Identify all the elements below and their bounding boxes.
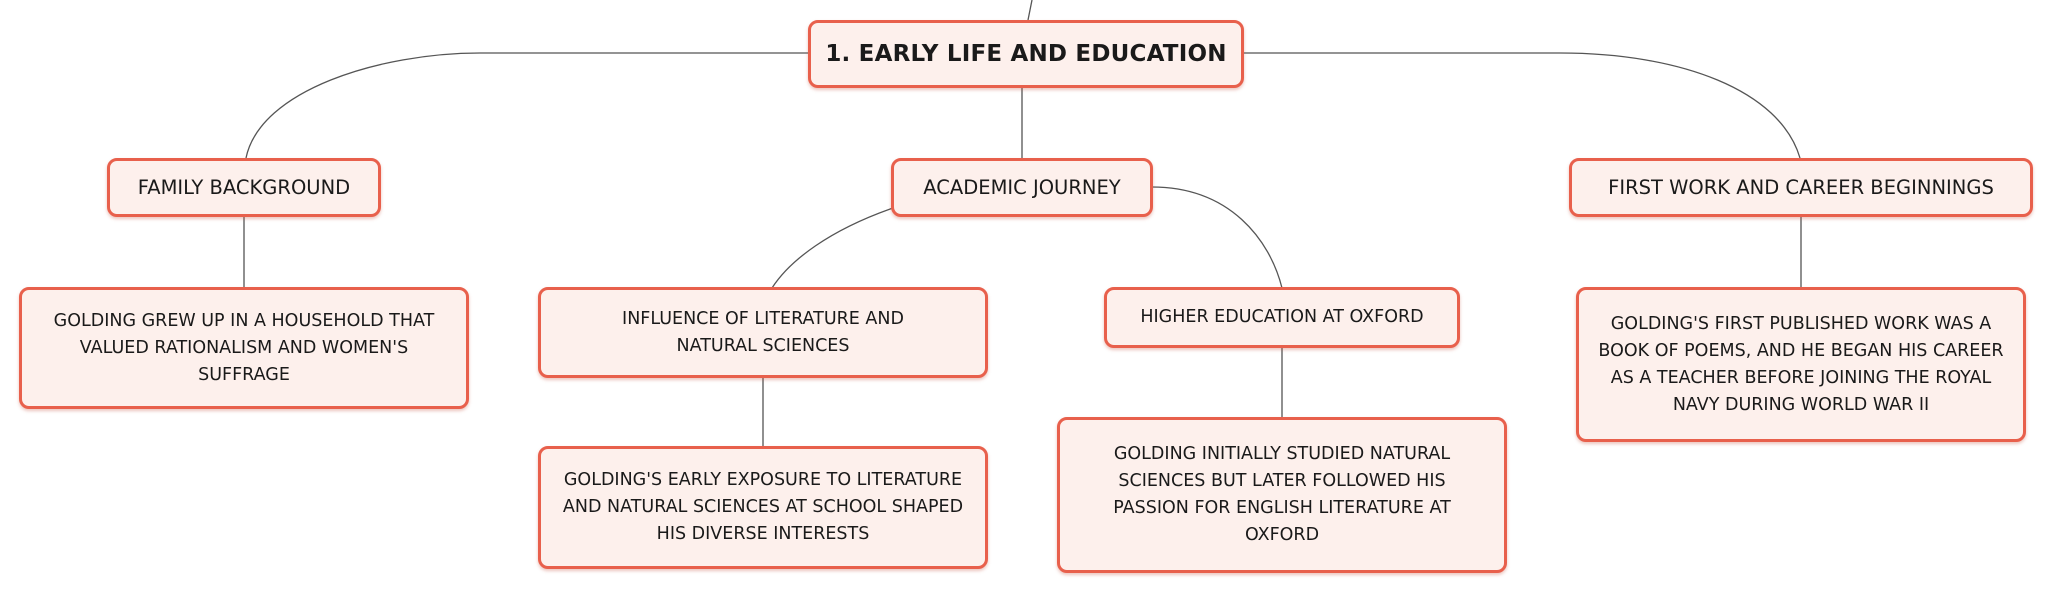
root-node-label: 1. EARLY LIFE AND EDUCATION xyxy=(825,41,1227,67)
connector-root-to-family-background xyxy=(245,52,810,159)
subbranch-node-label: HIGHER EDUCATION AT OXFORD xyxy=(1140,307,1424,327)
leaf-node-label: GOLDING'S EARLY EXPOSURE TO LITERATURE A… xyxy=(562,470,964,544)
subbranch-node-label: INFLUENCE OF LITERATURE AND NATURAL SCIE… xyxy=(622,308,904,356)
branch-node-label: ACADEMIC JOURNEY xyxy=(923,176,1121,199)
connector-academic-journey-to-oxford xyxy=(1151,186,1283,289)
branch-node-academic-journey[interactable]: ACADEMIC JOURNEY xyxy=(891,158,1153,217)
branch-node-first-work[interactable]: FIRST WORK AND CAREER BEGINNINGS xyxy=(1569,158,2033,217)
branch-node-label: FAMILY BACKGROUND xyxy=(137,176,351,199)
leaf-node-first-work[interactable]: GOLDING'S FIRST PUBLISHED WORK WAS A BOO… xyxy=(1576,287,2026,442)
leaf-node-influence[interactable]: GOLDING'S EARLY EXPOSURE TO LITERATURE A… xyxy=(538,446,988,569)
connector-academic-journey-to-influence xyxy=(771,207,894,289)
branch-node-family-background[interactable]: FAMILY BACKGROUND xyxy=(107,158,381,217)
leaf-node-label: GOLDING'S FIRST PUBLISHED WORK WAS A BOO… xyxy=(1598,313,2004,415)
connector-root-to-first-work xyxy=(1243,52,1801,159)
leaf-node-label: GOLDING INITIALLY STUDIED NATURAL SCIENC… xyxy=(1113,444,1451,545)
subbranch-node-influence[interactable]: INFLUENCE OF LITERATURE AND NATURAL SCIE… xyxy=(538,287,988,378)
leaf-node-oxford[interactable]: GOLDING INITIALLY STUDIED NATURAL SCIENC… xyxy=(1057,417,1507,573)
subbranch-node-oxford[interactable]: HIGHER EDUCATION AT OXFORD xyxy=(1104,287,1460,348)
root-node[interactable]: 1. EARLY LIFE AND EDUCATION xyxy=(808,20,1244,88)
leaf-node-label: GOLDING GREW UP IN A HOUSEHOLD THAT VALU… xyxy=(53,310,435,385)
connector-parent-to-root xyxy=(1027,0,1033,21)
branch-node-label: FIRST WORK AND CAREER BEGINNINGS xyxy=(1608,176,1994,199)
leaf-node-family-background[interactable]: GOLDING GREW UP IN A HOUSEHOLD THAT VALU… xyxy=(19,287,469,409)
